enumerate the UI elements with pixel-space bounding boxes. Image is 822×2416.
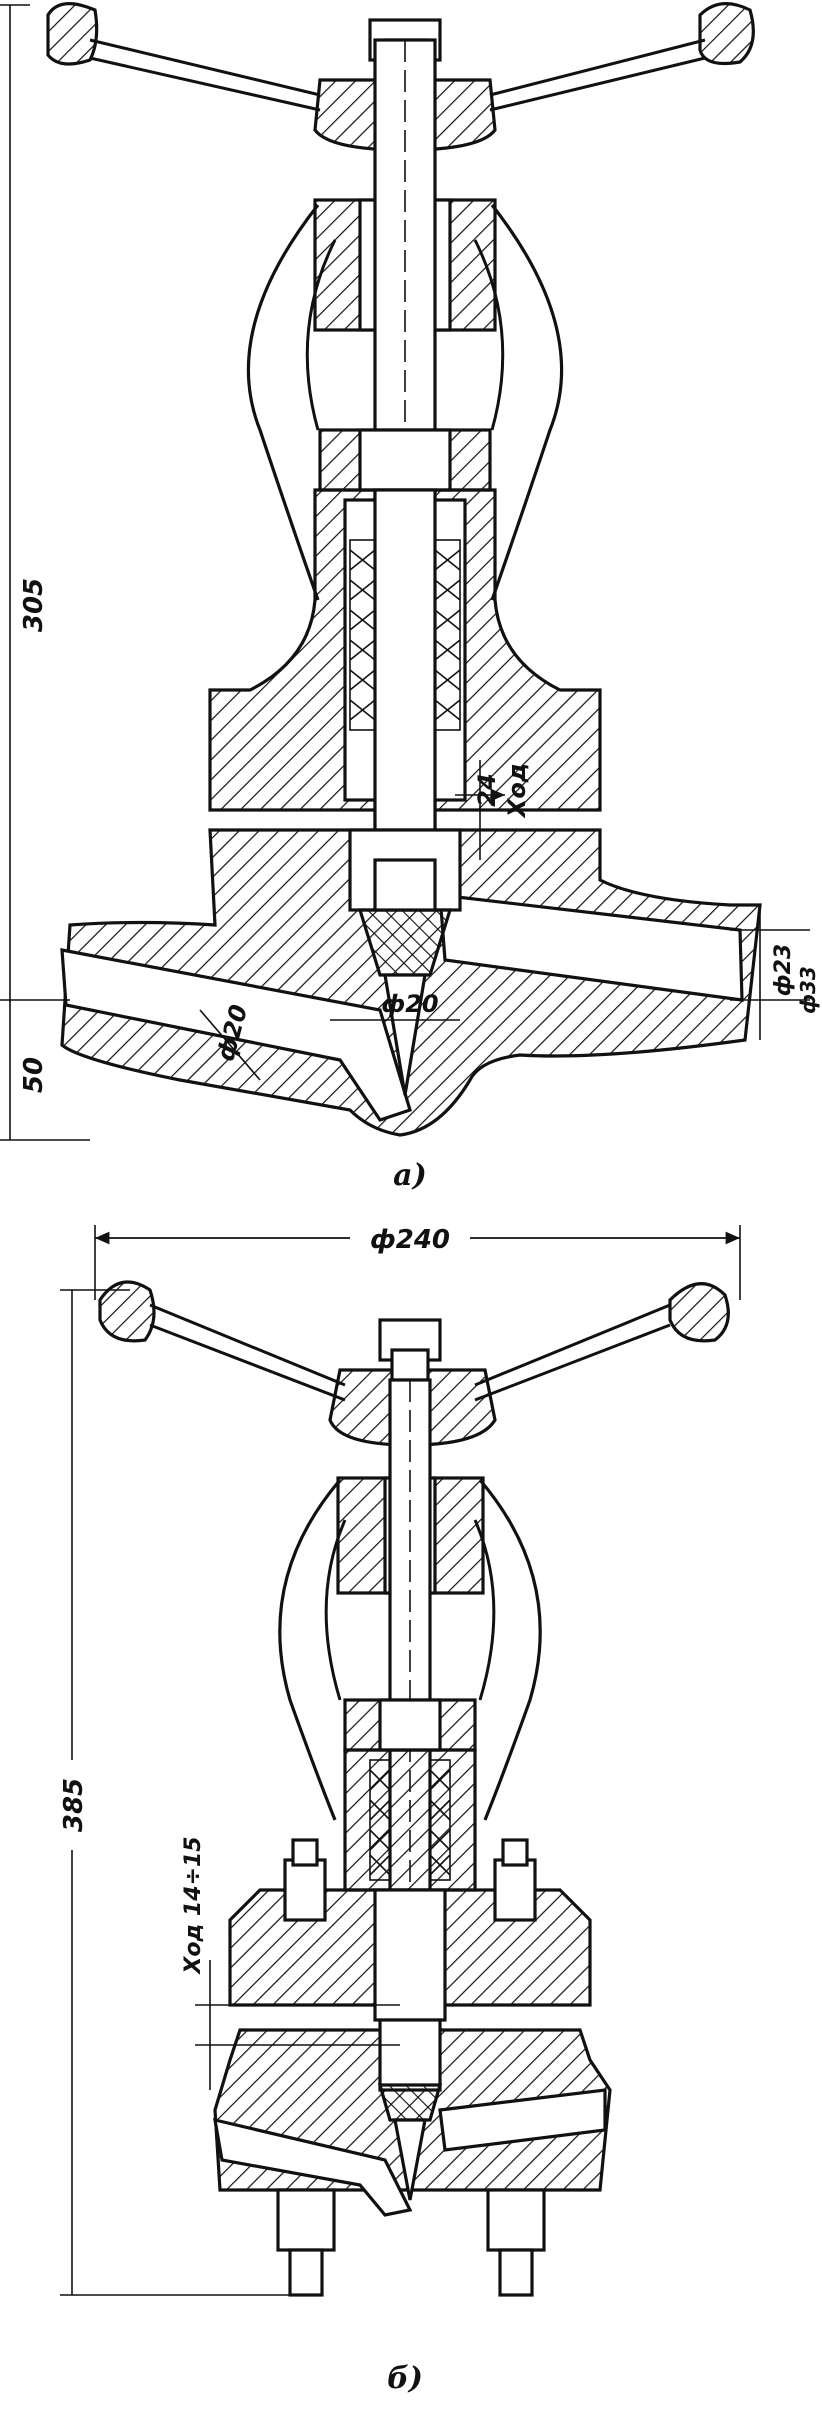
outlet-dia-2-label: ф33 [796, 966, 820, 1014]
outlet-dia-label: ф23 [771, 944, 796, 996]
bolts-bottom-b [276, 2188, 546, 2297]
packing-a [349, 539, 461, 731]
seat-dia-label: ф20 [381, 990, 438, 1018]
yoke-a [246, 204, 564, 601]
stroke-label-b: Ход 14÷15 [181, 1836, 206, 1975]
bolts-top-b [283, 1838, 537, 1922]
dimensions-a [0, 4, 810, 1141]
caption-b: б) [387, 2361, 423, 2396]
caption-a: а) [393, 1158, 427, 1193]
height-385-label: 385 [59, 1778, 89, 1832]
figure-b: ф240 [52, 1222, 741, 2396]
stroke-word-label: Ход [503, 763, 531, 819]
valve-disc-b [377, 2083, 443, 2122]
figure-a: 305 50 24 Ход ф20 ф20 ф23 ф33 а) [0, 2, 820, 1193]
height-50-label: 50 [19, 1057, 49, 1093]
stroke-24-label: 24 [473, 773, 501, 806]
wheel-dia-label: ф240 [370, 1225, 450, 1255]
height-305-label: 305 [19, 578, 49, 632]
